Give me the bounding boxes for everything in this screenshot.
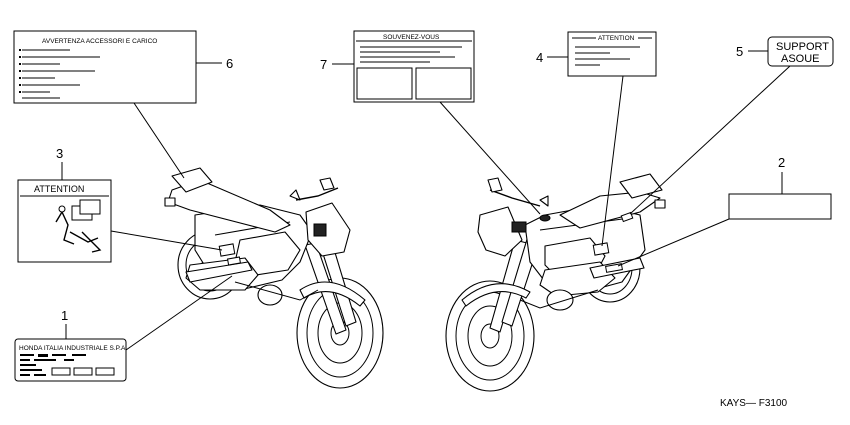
callout-2: 2 <box>778 155 785 170</box>
label-7-lines <box>360 46 462 63</box>
motorcycle-left <box>164 167 384 389</box>
label-1-title: HONDA ITALIA INDUSTRIALE S.P.A. <box>19 345 127 352</box>
label-1-card: HONDA ITALIA INDUSTRIALE S.P.A. <box>14 338 127 382</box>
label-4-title: ATTENTION <box>598 35 635 42</box>
callout-3: 3 <box>56 146 63 161</box>
callout-5: 5 <box>736 44 743 59</box>
label-2-card <box>728 193 832 220</box>
label-5-line1: SUPPORT <box>776 41 829 53</box>
label-3-card: ATTENTION <box>17 179 112 263</box>
diagram-code: KAYS— F3100 <box>720 398 788 409</box>
callout-6: 6 <box>226 56 233 71</box>
label-4-lines <box>575 46 640 66</box>
label-3-title: ATTENTION <box>34 184 84 194</box>
label-7-card: SOUVENEZ-VOUS <box>353 30 475 103</box>
label-6-title: AVVERTENZA ACCESSORI E CARICO <box>42 38 157 45</box>
label-6-card: AVVERTENZA ACCESSORI E CARICO <box>13 30 197 104</box>
label-3-pictogram <box>55 199 102 253</box>
callout-1: 1 <box>61 308 68 323</box>
label-6-bullets <box>19 49 21 93</box>
motorcycle-right <box>445 173 666 392</box>
label-7-title: SOUVENEZ-VOUS <box>383 34 440 41</box>
label-6-lines <box>22 49 100 99</box>
label-1-fields <box>20 354 86 376</box>
leader-lines <box>110 65 791 351</box>
label-5-line2: ASOUE <box>781 53 820 65</box>
callout-4: 4 <box>536 50 543 65</box>
label-5-card: SUPPORT ASOUE <box>767 36 834 67</box>
label-4-card: ATTENTION <box>567 31 657 77</box>
callout-7: 7 <box>320 57 327 72</box>
